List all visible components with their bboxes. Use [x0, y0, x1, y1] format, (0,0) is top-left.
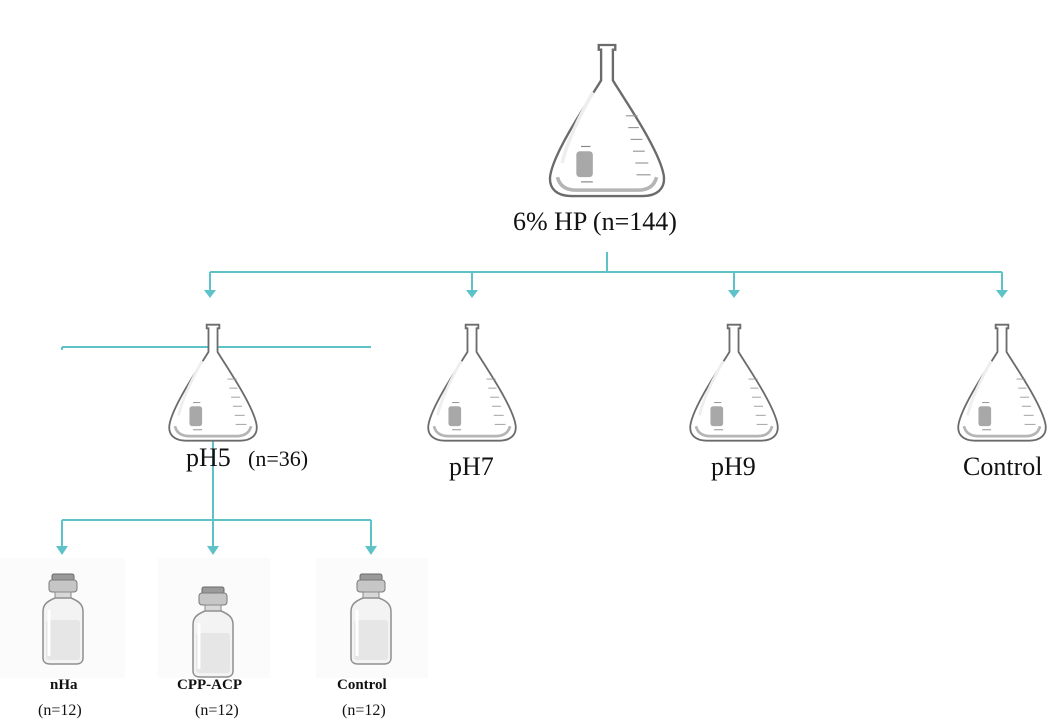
- root-label: 6% HP (n=144): [513, 207, 677, 236]
- erlenmeyer-flask-icon: [688, 323, 780, 443]
- subgroup-label: nHa: [50, 677, 78, 693]
- subgroup-count: (n=12): [342, 702, 386, 719]
- level-label: pH7: [449, 452, 494, 481]
- subgroup-label: Control: [337, 677, 387, 693]
- level-label: Control: [963, 452, 1043, 481]
- erlenmeyer-flask-icon: [956, 323, 1048, 443]
- erlenmeyer-flask-icon: [548, 43, 666, 198]
- subgroup-label: CPP-ACP: [177, 677, 242, 693]
- erlenmeyer-flask-icon: [167, 323, 259, 443]
- level-count: (n=36): [248, 446, 309, 471]
- vial-icon: [349, 572, 393, 666]
- level-label: pH5: [186, 443, 231, 472]
- erlenmeyer-flask-icon: [426, 323, 518, 443]
- vial-icon: [191, 585, 235, 679]
- vial-icon: [41, 572, 85, 666]
- level-label: pH9: [711, 452, 756, 481]
- subgroup-count: (n=12): [38, 702, 82, 719]
- subgroup-count: (n=12): [195, 702, 239, 719]
